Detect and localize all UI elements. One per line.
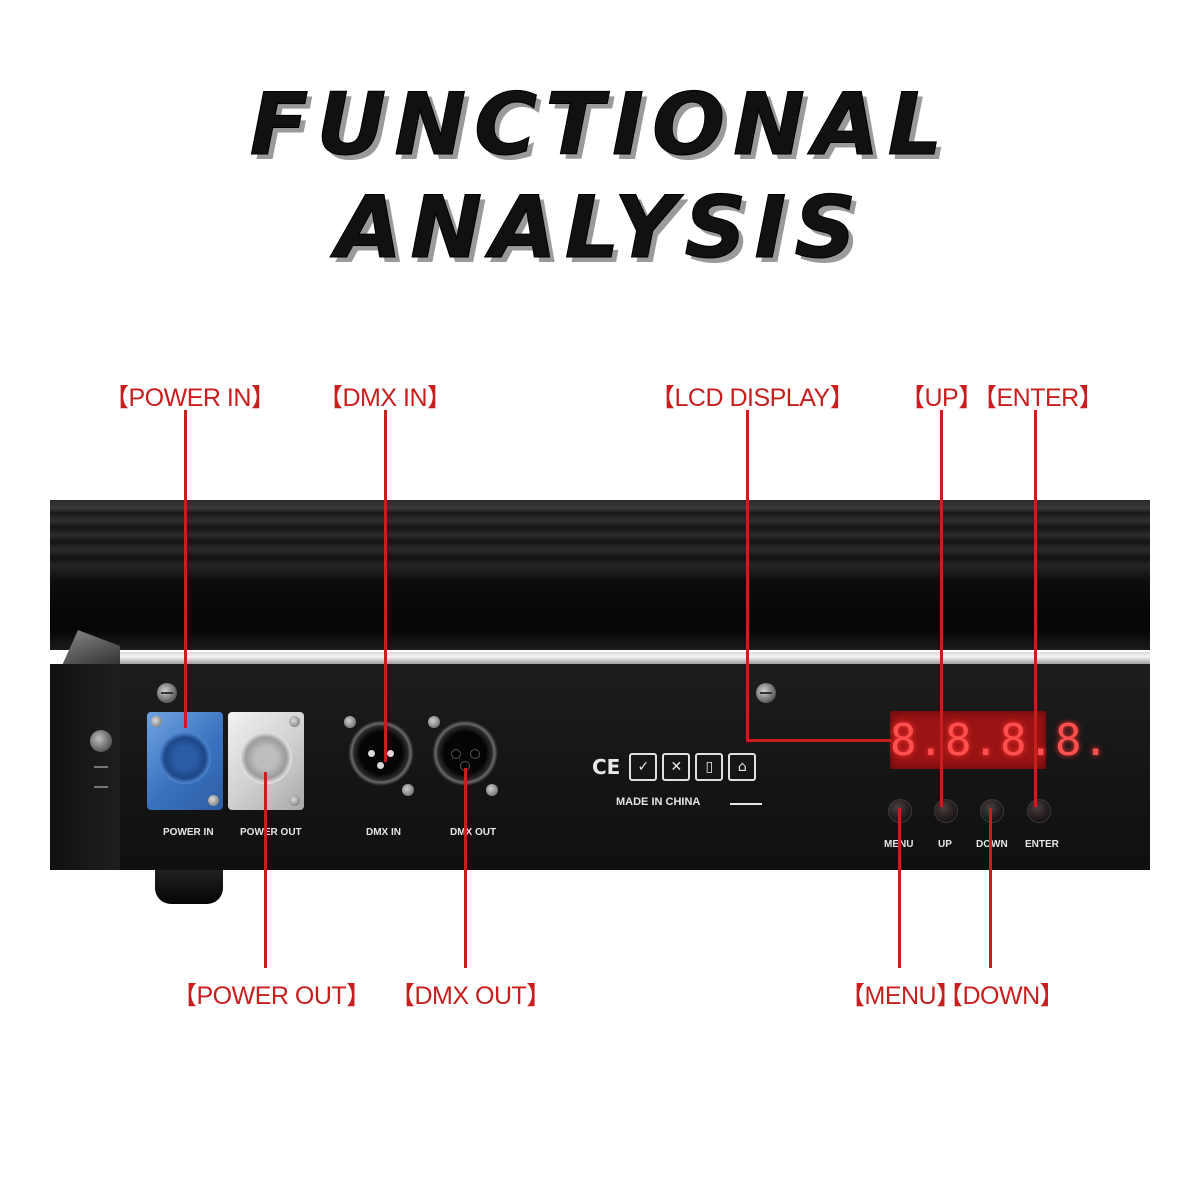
down-button[interactable] bbox=[980, 799, 1004, 823]
made-in-label: MADE IN CHINA bbox=[616, 796, 701, 808]
fuse-holder-icon bbox=[90, 730, 112, 752]
heatsink-gap bbox=[50, 580, 1150, 650]
connector-screw-icon bbox=[208, 795, 219, 806]
leader-power-in bbox=[184, 410, 187, 728]
rohs-check-icon: ✓ bbox=[629, 753, 658, 781]
connector-screw-icon bbox=[486, 784, 498, 796]
leader-enter bbox=[1034, 410, 1037, 807]
up-button[interactable] bbox=[934, 799, 958, 823]
lcd-readout: 8.8.8.8. bbox=[890, 715, 1110, 766]
callout-up: 【UP】 bbox=[900, 384, 983, 412]
port-label-power-out: POWER OUT bbox=[240, 827, 302, 838]
leader-lcd-display-vertical bbox=[746, 410, 749, 742]
rubber-foot bbox=[155, 870, 223, 904]
leader-dmx-out bbox=[464, 768, 467, 968]
xlr-socket-hole-icon bbox=[451, 749, 461, 759]
powercon-socket-icon bbox=[159, 732, 211, 784]
up-button-label: UP bbox=[938, 839, 952, 850]
panel-screw-icon bbox=[756, 683, 776, 703]
enter-button-label: ENTER bbox=[1025, 839, 1059, 850]
leader-dmx-in bbox=[384, 410, 387, 762]
lcd-display: 8.8.8.8. bbox=[890, 711, 1110, 769]
made-in-underline bbox=[730, 803, 762, 805]
aluminum-rail bbox=[120, 652, 1150, 664]
connector-screw-icon bbox=[289, 795, 300, 806]
connector-screw-icon bbox=[289, 716, 300, 727]
callout-dmx-in: 【DMX IN】 bbox=[318, 384, 452, 412]
callout-power-out: 【POWER OUT】 bbox=[172, 982, 371, 1010]
weee-bin-icon: ✕ bbox=[662, 753, 691, 781]
callout-down: 【DOWN】 bbox=[938, 982, 1065, 1010]
panel-screw-icon bbox=[157, 683, 177, 703]
enter-button[interactable] bbox=[1027, 799, 1051, 823]
port-label-dmx-out: DMX OUT bbox=[450, 827, 497, 838]
title-line-1: FUNCTIONAL bbox=[249, 75, 951, 176]
connector-screw-icon bbox=[151, 716, 162, 727]
callout-lcd-display: 【LCD DISPLAY】 bbox=[650, 384, 855, 412]
leader-down bbox=[989, 808, 992, 968]
callout-enter: 【ENTER】 bbox=[972, 384, 1104, 412]
leader-menu bbox=[898, 808, 901, 968]
connector-screw-icon bbox=[402, 784, 414, 796]
ce-mark: CE bbox=[592, 755, 621, 779]
power-in-connector[interactable] bbox=[147, 712, 223, 810]
callout-dmx-out: 【DMX OUT】 bbox=[390, 982, 551, 1010]
title-line-2: ANALYSIS bbox=[335, 178, 865, 279]
port-label-dmx-in: DMX IN bbox=[366, 827, 401, 838]
leader-up bbox=[940, 410, 943, 807]
heatsink-fins bbox=[50, 500, 1150, 580]
xlr-pin-icon bbox=[377, 762, 384, 769]
callout-power-in: 【POWER IN】 bbox=[104, 384, 276, 412]
manual-book-icon: ▯ bbox=[695, 753, 724, 781]
indoor-use-icon: ⌂ bbox=[728, 753, 757, 781]
xlr-pin-icon bbox=[368, 750, 375, 757]
device-rear-panel: POWER IN POWER OUT DMX IN DMX OUT CE ✓ ✕… bbox=[50, 500, 1150, 904]
certification-marks: CE ✓ ✕ ▯ ⌂ bbox=[592, 752, 757, 782]
callout-menu: 【MENU】 bbox=[840, 982, 961, 1010]
connector-screw-icon bbox=[428, 716, 440, 728]
end-cap bbox=[50, 664, 120, 870]
port-label-power-in: POWER IN bbox=[163, 827, 214, 838]
fuse-symbol-icon bbox=[94, 766, 108, 788]
leader-power-out bbox=[264, 772, 267, 968]
leader-lcd-display-horizontal bbox=[746, 739, 892, 742]
dmx-in-connector[interactable] bbox=[348, 720, 414, 786]
connector-screw-icon bbox=[344, 716, 356, 728]
xlr-socket-hole-icon bbox=[470, 749, 480, 759]
xlr-pin-icon bbox=[387, 750, 394, 757]
